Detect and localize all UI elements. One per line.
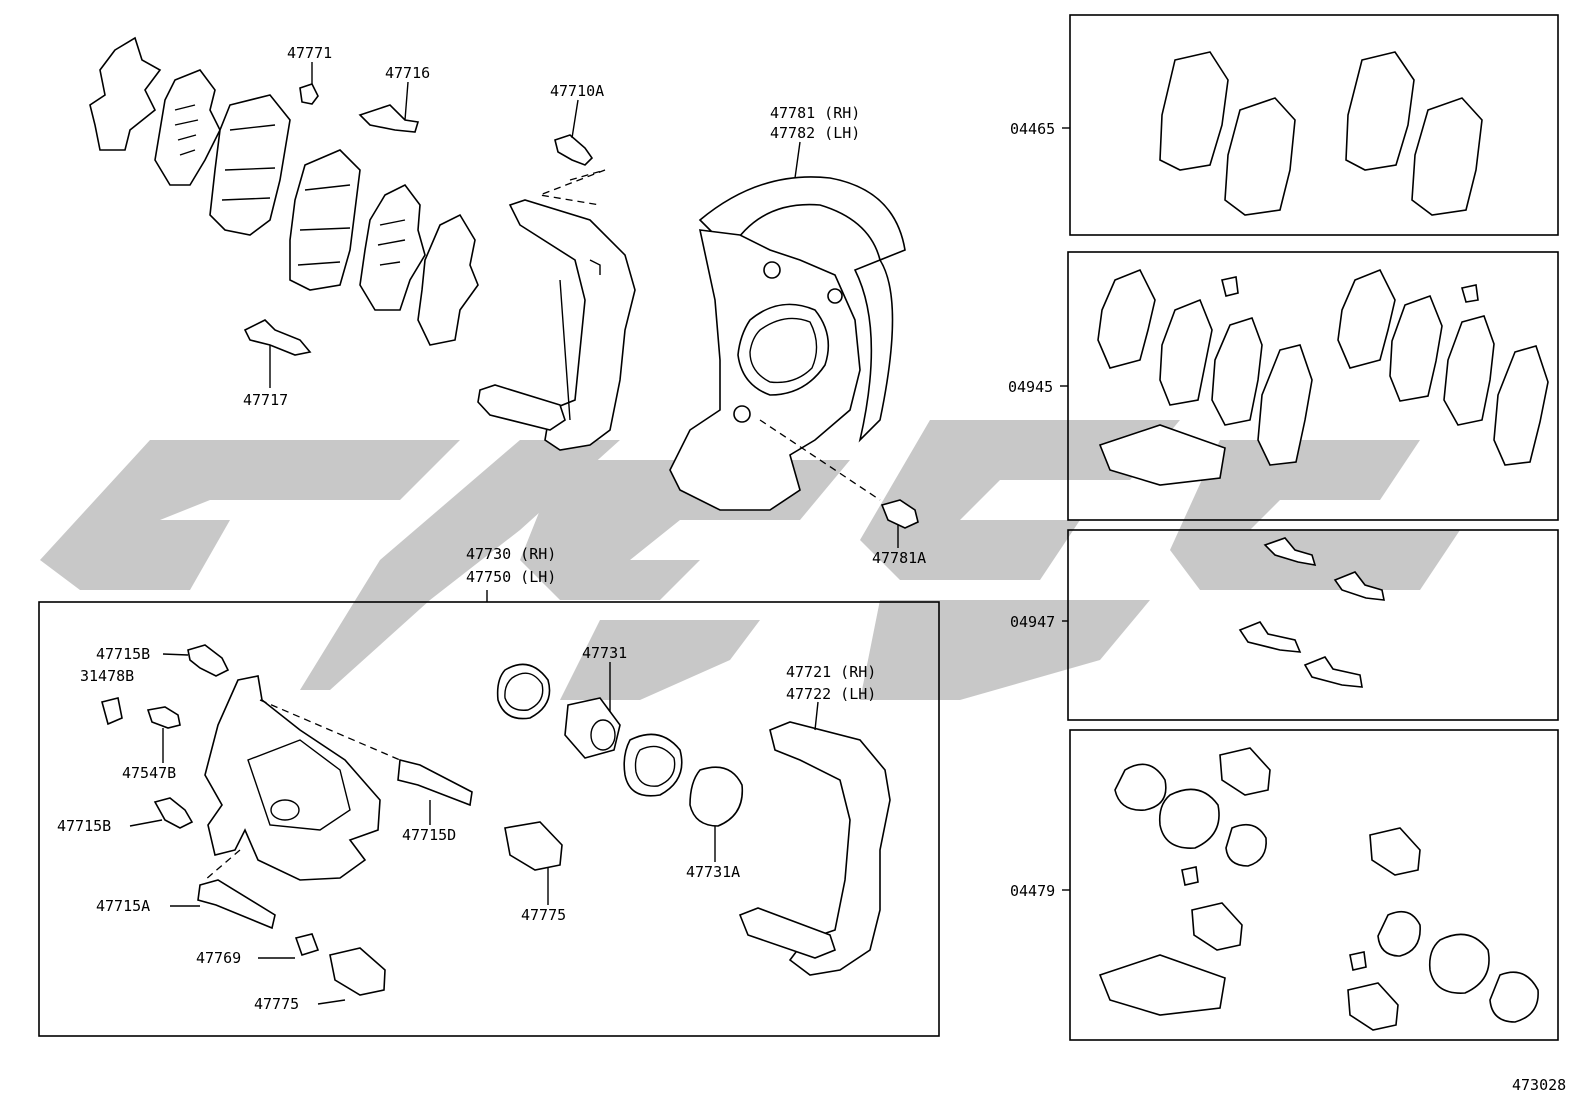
boot-47775-left bbox=[329, 947, 386, 996]
caliper-mounting bbox=[508, 199, 636, 451]
label-47782-lh: 47782 (LH) bbox=[770, 124, 860, 142]
label-47722-lh: 47722 (LH) bbox=[786, 685, 876, 703]
diagram-id: 473028 bbox=[1512, 1076, 1566, 1094]
label-47750-lh: 47750 (LH) bbox=[466, 568, 556, 586]
caliper-mounting-47721 bbox=[769, 721, 891, 976]
disc-brake-dust-cover bbox=[669, 176, 919, 529]
caliper-assy-parts bbox=[101, 644, 891, 996]
anti-squeal-shim-outer bbox=[89, 36, 162, 151]
disc-brake-pad-right bbox=[289, 149, 361, 291]
label-47716: 47716 bbox=[385, 64, 430, 82]
bleeder-plug bbox=[187, 644, 230, 677]
kit-code-04945: 04945 bbox=[1008, 378, 1053, 396]
label-47717: 47717 bbox=[243, 391, 288, 409]
anti-rattle-spring-bottom bbox=[243, 319, 312, 356]
kit-04947-parts bbox=[1238, 537, 1385, 688]
part-labels: 47771 47716 47710A 47781 (RH) 47782 (LH)… bbox=[57, 44, 1566, 1094]
kit-04945-parts bbox=[1097, 268, 1549, 486]
anti-squeal-shim-inner bbox=[154, 69, 221, 186]
caliper-mounting-group bbox=[477, 134, 636, 451]
guide-pin-47715A bbox=[197, 879, 276, 930]
label-47715A: 47715A bbox=[96, 897, 150, 915]
disc-brake-pad-left bbox=[209, 94, 291, 236]
boot-47775-center bbox=[504, 821, 563, 871]
dust-cover-hub-ring bbox=[737, 303, 830, 396]
label-47771: 47771 bbox=[287, 44, 332, 62]
caliper-body bbox=[204, 675, 381, 881]
label-47731A: 47731A bbox=[686, 863, 740, 881]
label-47769: 47769 bbox=[196, 949, 241, 967]
pad-wear-indicator bbox=[299, 83, 319, 105]
bleeder-cap bbox=[101, 697, 123, 726]
kit-04479-parts bbox=[1098, 747, 1539, 1031]
kit-code-04947: 04947 bbox=[1010, 613, 1055, 631]
label-47547B: 47547B bbox=[122, 764, 176, 782]
label-47730-rh: 47730 (RH) bbox=[466, 545, 556, 563]
label-47715D: 47715D bbox=[402, 826, 456, 844]
brake-pad-group bbox=[89, 36, 479, 356]
anti-squeal-shim-outer-2 bbox=[417, 213, 479, 346]
kit-code-04479: 04479 bbox=[1010, 882, 1055, 900]
bleeder-screw bbox=[146, 706, 181, 729]
guide-pin-47715D bbox=[397, 758, 473, 807]
label-47731: 47731 bbox=[582, 644, 627, 662]
leader-lines bbox=[129, 62, 1070, 1005]
label-47721-rh: 47721 (RH) bbox=[786, 663, 876, 681]
caliper-bolt-47710A bbox=[554, 134, 594, 166]
kit-04465-parts bbox=[1159, 51, 1483, 216]
label-47775-left: 47775 bbox=[254, 995, 299, 1013]
bushing-47769 bbox=[294, 933, 320, 956]
label-47710A: 47710A bbox=[550, 82, 604, 100]
kit-box-04465 bbox=[1069, 14, 1559, 236]
set-ring-47731A bbox=[689, 766, 744, 827]
anti-squeal-shim-inner-2 bbox=[359, 183, 426, 311]
label-47715B-mid: 47715B bbox=[57, 817, 111, 835]
label-31478B: 31478B bbox=[80, 667, 134, 685]
caliper-assy-box bbox=[38, 601, 940, 1037]
dust-cover-bolt bbox=[880, 499, 919, 529]
kit-box-04479 bbox=[1069, 729, 1559, 1041]
kit-code-04465: 04465 bbox=[1010, 120, 1055, 138]
anti-rattle-spring-top bbox=[358, 104, 420, 133]
label-47775-center: 47775 bbox=[521, 906, 566, 924]
label-47781-rh: 47781 (RH) bbox=[770, 104, 860, 122]
kit-box-04947 bbox=[1067, 529, 1559, 721]
label-47715B-top: 47715B bbox=[96, 645, 150, 663]
label-47781A: 47781A bbox=[872, 549, 926, 567]
bolt-47715B-mid bbox=[153, 797, 194, 829]
